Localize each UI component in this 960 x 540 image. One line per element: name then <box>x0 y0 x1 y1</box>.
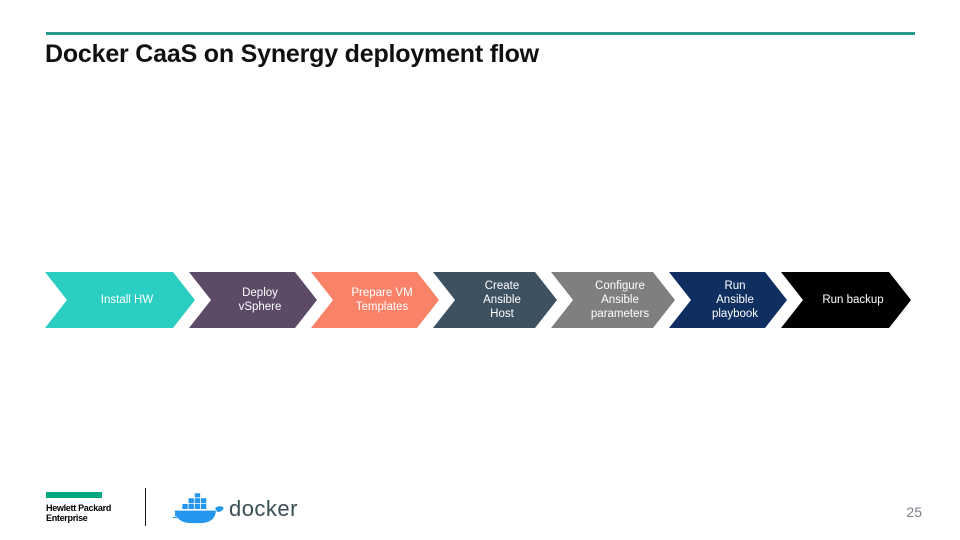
hewlett-packard-enterprise-logo: Hewlett Packard Enterprise <box>46 492 130 532</box>
flow-step-label: Create Ansible Host <box>483 280 521 320</box>
footer-divider <box>145 488 146 526</box>
docker-whale-icon <box>172 493 224 524</box>
flow-step-label: Run backup <box>822 294 884 306</box>
docker-wordmark: docker <box>228 496 298 521</box>
page-title: Docker CaaS on Synergy deployment flow <box>45 40 539 68</box>
flow-step-label: Deploy vSphere <box>238 287 282 313</box>
docker-logo: docker <box>172 489 298 529</box>
hpe-wordmark: Hewlett Packard Enterprise <box>46 503 112 523</box>
hpe-bar-icon <box>46 492 102 498</box>
flow-step-6: Run Ansible playbook <box>669 272 787 328</box>
deployment-flow-diagram: Install HW Deploy vSphere Prepare VM Templ… <box>45 272 917 328</box>
flow-step-label: Install HW <box>100 294 154 306</box>
flow-step-5: Configure Ansible parameters <box>551 272 675 328</box>
title-accent-rule <box>46 32 915 35</box>
page-number: 25 <box>906 504 922 520</box>
flow-step-label: Run Ansible playbook <box>711 280 759 320</box>
flow-step-4: Create Ansible Host <box>433 272 557 328</box>
flow-step-label: Configure Ansible parameters <box>590 280 650 320</box>
flow-step-label: Prepare VM Templates <box>351 287 413 313</box>
flow-step-1: Install HW <box>45 272 195 328</box>
flow-step-7: Run backup <box>781 272 911 328</box>
slide-footer: Hewlett Packard Enterprise <box>0 486 960 540</box>
flow-step-2: Deploy vSphere <box>189 272 317 328</box>
flow-step-3: Prepare VM Templates <box>311 272 439 328</box>
